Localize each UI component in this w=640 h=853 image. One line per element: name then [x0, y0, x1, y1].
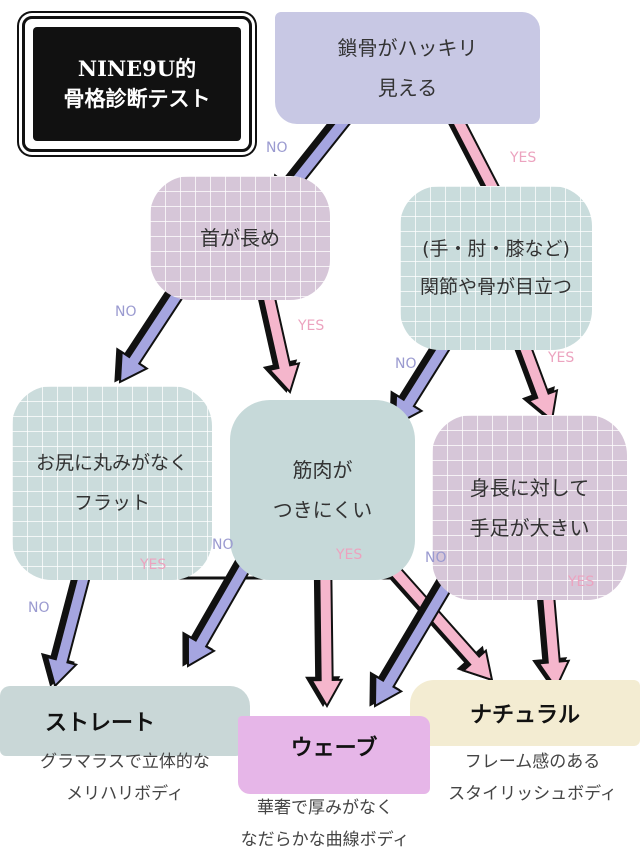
question-text: 手足が大きい	[469, 515, 590, 540]
no-label: NO	[266, 140, 288, 156]
title-box: NINE9U的 骨格診断テスト	[22, 16, 252, 152]
result-natural-description: フレーム感のある スタイリッシュボディ	[425, 746, 640, 810]
description-line: メリハリボディ	[66, 784, 184, 804]
question-long-neck: 首が長め	[150, 176, 330, 300]
description-line: なだらかな曲線ボディ	[240, 830, 410, 850]
yes-label: YES	[336, 547, 363, 563]
description-line: フレーム感のある	[464, 752, 601, 772]
question-text: つきにくい	[272, 498, 373, 522]
result-name: ウェーブ	[290, 736, 378, 761]
no-label: NO	[212, 537, 234, 553]
question-large-limbs: 身長に対して 手足が大きい	[432, 415, 627, 600]
result-straight-description: グラマラスで立体的な メリハリボディ	[0, 746, 250, 810]
description-line: 華奢で厚みがなく	[257, 798, 393, 818]
no-arrow	[369, 550, 470, 708]
yes-label: YES	[510, 150, 537, 166]
no-label: NO	[395, 356, 417, 372]
question-text: 関節や骨が目立つ	[419, 276, 572, 298]
yes-arrow	[383, 561, 494, 682]
no-label: NO	[425, 550, 447, 566]
question-text: (手・肘・膝など)	[422, 238, 570, 260]
title-line-1: NINE9U的	[77, 56, 197, 81]
yes-label: YES	[140, 557, 167, 573]
question-text: お尻に丸みがなく	[35, 452, 188, 474]
result-name: ナチュラル	[470, 703, 581, 728]
no-arrow	[40, 562, 94, 688]
question-hard-to-build-muscle: 筋肉が つきにくい	[230, 400, 415, 580]
result-wave: ウェーブ	[238, 716, 430, 794]
description-line: スタイリッシュボディ	[448, 784, 617, 804]
title-line-2: 骨格診断テスト	[63, 86, 211, 111]
question-text: フラット	[73, 492, 150, 514]
result-natural: ナチュラル	[410, 680, 640, 746]
yes-label: YES	[548, 350, 575, 366]
result-straight: ストレート	[0, 686, 250, 756]
description-line: グラマラスで立体的な	[40, 752, 210, 772]
yes-label: YES	[298, 318, 325, 334]
question-flat-hips: お尻に丸みがなく フラット	[12, 386, 212, 580]
question-text: 筋肉が	[292, 458, 353, 482]
result-wave-description: 華奢で厚みがなく なだらかな曲線ボディ	[215, 792, 435, 853]
question-joints-prominent: (手・肘・膝など) 関節や骨が目立つ	[400, 186, 592, 350]
question-collarbone: 鎖骨がハッキリ 見える	[275, 12, 540, 124]
question-text: 首が長め	[200, 226, 280, 250]
result-name: ストレート	[45, 711, 156, 736]
question-text: 身長に対して	[469, 475, 590, 500]
no-label: NO	[28, 600, 50, 616]
no-label: NO	[115, 304, 137, 320]
question-text: 鎖骨がハッキリ	[337, 36, 478, 60]
question-text: 見える	[377, 76, 438, 100]
yes-label: YES	[568, 574, 595, 590]
